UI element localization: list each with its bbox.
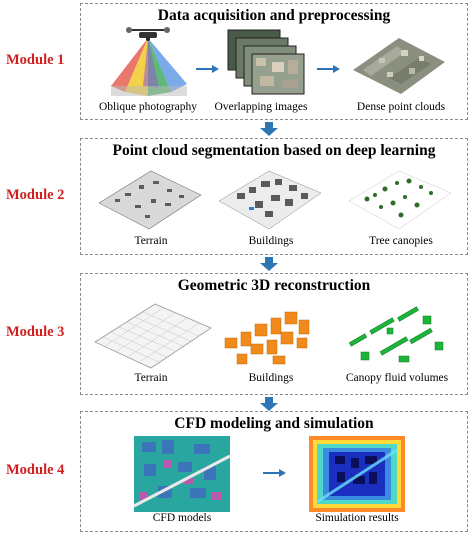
canopy-fluid-volumes-caption: Canopy fluid volumes: [345, 372, 449, 384]
terrain-mesh-caption: Terrain: [134, 372, 168, 384]
buildings-segmentation-image: [218, 170, 322, 230]
buildings-model-image: [224, 311, 310, 365]
oblique-photography-caption: Oblique photography: [98, 101, 198, 113]
module-1-title: Data acquisition and preprocessing: [157, 7, 391, 24]
module-3-label: Module 3: [6, 324, 65, 340]
dense-point-clouds-caption: Dense point clouds: [356, 101, 446, 113]
arrow-right-icon: [317, 65, 340, 73]
module-4-title: CFD modeling and simulation: [174, 415, 374, 432]
canopy-fluid-volumes-image: [348, 306, 444, 363]
tree-canopies-segmentation-image: [348, 170, 452, 230]
overlapping-images-image: [227, 29, 305, 95]
dense-point-clouds-image: [353, 38, 445, 94]
arrow-down-icon: [260, 257, 278, 271]
terrain-mesh-image: [94, 303, 212, 369]
buildings-caption: Buildings: [248, 235, 294, 247]
cfd-models-image: [134, 436, 230, 512]
module-2-title: Point cloud segmentation based on deep l…: [112, 142, 436, 159]
module-4-panel: CFD modeling and simulation CFD models: [80, 411, 468, 532]
arrow-down-icon: [260, 122, 278, 136]
overlapping-images-caption: Overlapping images: [214, 101, 308, 113]
module-3-panel: Geometric 3D reconstruction Terrain Buil…: [80, 273, 468, 395]
arrow-right-icon: [263, 469, 286, 477]
buildings-model-caption: Buildings: [248, 372, 294, 384]
module-1-label: Module 1: [6, 52, 65, 68]
terrain-segmentation-image: [98, 170, 202, 230]
tree-canopies-caption: Tree canopies: [369, 235, 433, 247]
module-3-title: Geometric 3D reconstruction: [177, 277, 371, 294]
arrow-down-icon: [260, 397, 278, 411]
cfd-models-caption: CFD models: [152, 512, 212, 524]
module-2-panel: Point cloud segmentation based on deep l…: [80, 138, 468, 255]
terrain-caption: Terrain: [134, 235, 168, 247]
simulation-results-caption: Simulation results: [315, 512, 399, 524]
oblique-photography-image: [111, 27, 187, 96]
module-2-label: Module 2: [6, 187, 65, 203]
module-4-label: Module 4: [6, 462, 65, 478]
module-1-panel: Data acquisition and preprocessing Obliq…: [80, 3, 468, 120]
simulation-results-image: [309, 436, 405, 512]
arrow-right-icon: [196, 65, 219, 73]
